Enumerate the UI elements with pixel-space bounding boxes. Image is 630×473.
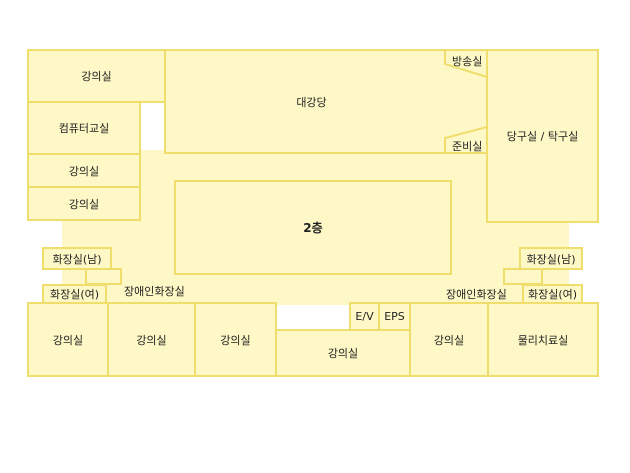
room-classroom-bottom-1[interactable]: 강의실 (27, 302, 109, 377)
room-classroom-left-1[interactable]: 강의실 (27, 153, 141, 188)
room-restroom-men-right[interactable]: 화장실(남) (519, 247, 583, 270)
room-restroom-men-left[interactable]: 화장실(남) (42, 247, 112, 270)
room-accessible-box-left[interactable] (85, 268, 122, 285)
room-restroom-women-right[interactable]: 화장실(여) (522, 284, 583, 304)
room-classroom-top-left[interactable]: 강의실 (27, 49, 166, 103)
label-prep-room[interactable]: 준비실 (452, 140, 483, 153)
room-classroom-bottom-4[interactable]: 강의실 (409, 302, 489, 377)
room-eps[interactable]: EPS (378, 302, 411, 331)
room-classroom-bottom-center[interactable]: 강의실 (275, 329, 411, 377)
room-elevator[interactable]: E/V (349, 302, 380, 331)
room-billiards-table-tennis[interactable]: 당구실 / 탁구실 (486, 49, 599, 223)
room-classroom-bottom-2[interactable]: 강의실 (107, 302, 196, 377)
room-classroom-bottom-3[interactable]: 강의실 (194, 302, 277, 377)
floor-label: 2층 (174, 180, 452, 275)
room-physical-therapy[interactable]: 물리치료실 (487, 302, 599, 377)
label-broadcast-room[interactable]: 방송실 (452, 55, 483, 68)
room-accessible-box-right[interactable] (503, 268, 543, 285)
label-accessible-restroom-left[interactable]: 장애인화장실 (124, 285, 185, 298)
room-classroom-left-2[interactable]: 강의실 (27, 186, 141, 221)
room-restroom-women-left[interactable]: 화장실(여) (42, 284, 107, 304)
label-accessible-restroom-right[interactable]: 장애인화장실 (446, 288, 507, 301)
